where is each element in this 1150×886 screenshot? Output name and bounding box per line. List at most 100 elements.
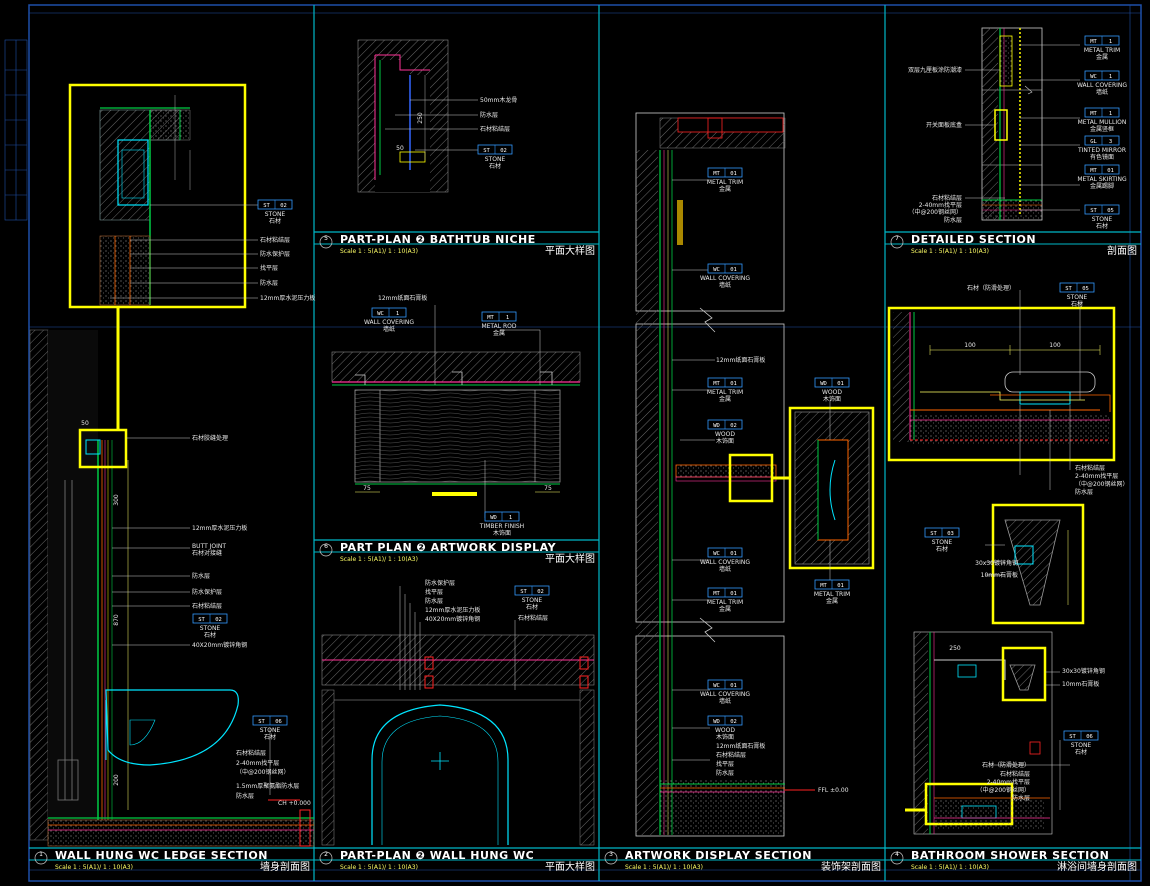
tag-code: MT (1090, 111, 1097, 117)
tag-label-cn: 金属 (493, 329, 505, 337)
section4-drawing (887, 290, 1116, 835)
dimension-value: 75 (363, 485, 371, 492)
dimension-value: 75 (544, 485, 552, 492)
section-number-circle (319, 235, 333, 249)
tag-label: STONE (265, 211, 286, 218)
tag-label: WOOD (715, 727, 735, 734)
tag-label: METAL SKIRTING (1077, 176, 1127, 183)
section-title-cn: 平面大样图 (545, 244, 595, 257)
tag-label: TINTED MIRROR (1077, 147, 1126, 154)
annotation-note: 石材粘结层 (1075, 464, 1105, 472)
section-number-circle (34, 851, 48, 865)
tag-number: 01 (837, 381, 844, 387)
tag-code: MT (1090, 168, 1097, 174)
tag-label-cn: 金属 (826, 597, 838, 605)
tag-label-cn: 木饰面 (493, 529, 511, 537)
annotation-note: 石材（防滑处理） (967, 284, 1015, 292)
tag-code: ST (258, 719, 265, 725)
tag-code: MT (820, 583, 827, 589)
dimension-value: 50 (81, 420, 89, 427)
tag-label-cn: 石材 (489, 162, 501, 170)
tag-label-cn: 石材 (1096, 222, 1108, 230)
tag-label-cn: 金属踢脚 (1090, 182, 1114, 190)
tag-label-cn: 墙纸 (1096, 88, 1108, 96)
tag-label-cn: 金属 (719, 395, 731, 403)
tag-code: MT (1090, 39, 1097, 45)
annotation-note: （中@200钢丝网） (909, 208, 962, 216)
section-scale: Scale 1 : 5(A1)/ 1 : 10(A3) (911, 864, 989, 871)
section-number: 7 (895, 235, 899, 242)
tag-label-cn: 墙纸 (719, 281, 731, 289)
tag-label-cn: 石材 (936, 545, 948, 553)
section-number-circle (319, 851, 333, 865)
tag-number: 02 (730, 719, 737, 725)
tag-label-cn: 石材 (1075, 748, 1087, 756)
section-number: 3 (609, 851, 613, 858)
tag-number: 06 (275, 719, 282, 725)
annotation-note: 防水层 (944, 216, 962, 224)
annotation-note: 找平层 (716, 760, 734, 768)
annotation-note: （中@200钢丝网） (977, 786, 1030, 794)
tag-code: WC (713, 267, 720, 273)
section-number-circle (890, 851, 904, 865)
annotation-note: 防水层 (716, 769, 734, 777)
tag-number: 1 (396, 311, 399, 317)
tag-label-cn: 木饰面 (716, 733, 734, 741)
tag-label: METAL MULLION (1078, 119, 1127, 126)
tag-label: WOOD (822, 389, 842, 396)
tag-label-cn: 石材 (1071, 300, 1083, 308)
tag-number: 02 (730, 423, 737, 429)
tag-label-cn: 有色镜面 (1090, 153, 1114, 161)
annotation-note: 2-40mm找平层 (987, 778, 1030, 786)
annotation-note: 12mm纸面石膏板 (716, 742, 765, 750)
tag-code: ST (1065, 286, 1072, 292)
section-scale: Scale 1 : 5(A1)/ 1 : 10(A3) (340, 248, 418, 255)
tag-code: WC (377, 311, 384, 317)
tag-label: METAL TRIM (707, 389, 743, 396)
tag-label-cn: 墙纸 (383, 325, 395, 333)
tag-label-cn: 金属 (719, 605, 731, 613)
tag-label: METAL TRIM (707, 179, 743, 186)
tag-number: 01 (730, 171, 737, 177)
tag-number: 1 (506, 315, 509, 321)
tag-label: STONE (522, 597, 543, 604)
section-number: 6 (324, 543, 328, 550)
annotation-note: BUTT JOINT (192, 543, 226, 550)
tag-label-cn: 金属 (1096, 53, 1108, 61)
left-margin-grid (4, 39, 28, 221)
tag-number: 1 (1109, 39, 1112, 45)
dimension-value: 50 (396, 145, 404, 152)
section-title: PART-PLAN ❷ WALL HUNG WC (340, 849, 534, 862)
annotation-note: CH +0.000 (278, 800, 311, 807)
dimension-value: 300 (113, 494, 120, 506)
tag-label-cn: 金属竖框 (1090, 125, 1114, 133)
section-number-circle (890, 235, 904, 249)
section2-drawing (321, 586, 595, 846)
annotation-note: （中@200钢丝网） (1075, 480, 1128, 488)
tag-code: WC (713, 551, 720, 557)
section6-drawing (331, 305, 581, 519)
tag-label: WALL COVERING (700, 275, 750, 282)
tag-code: WD (713, 719, 720, 725)
annotation-note: 石材对接缝 (192, 549, 222, 557)
tag-number: 05 (1082, 286, 1089, 292)
section-title-cn: 墙身剖面图 (260, 860, 310, 873)
tag-number: 02 (500, 148, 507, 154)
section-number: 2 (324, 851, 328, 858)
annotation-note: 找平层 (260, 264, 278, 272)
dimension-value: 100 (1049, 342, 1061, 349)
tag-label: STONE (932, 539, 953, 546)
tag-label: METAL TRIM (1084, 47, 1120, 54)
